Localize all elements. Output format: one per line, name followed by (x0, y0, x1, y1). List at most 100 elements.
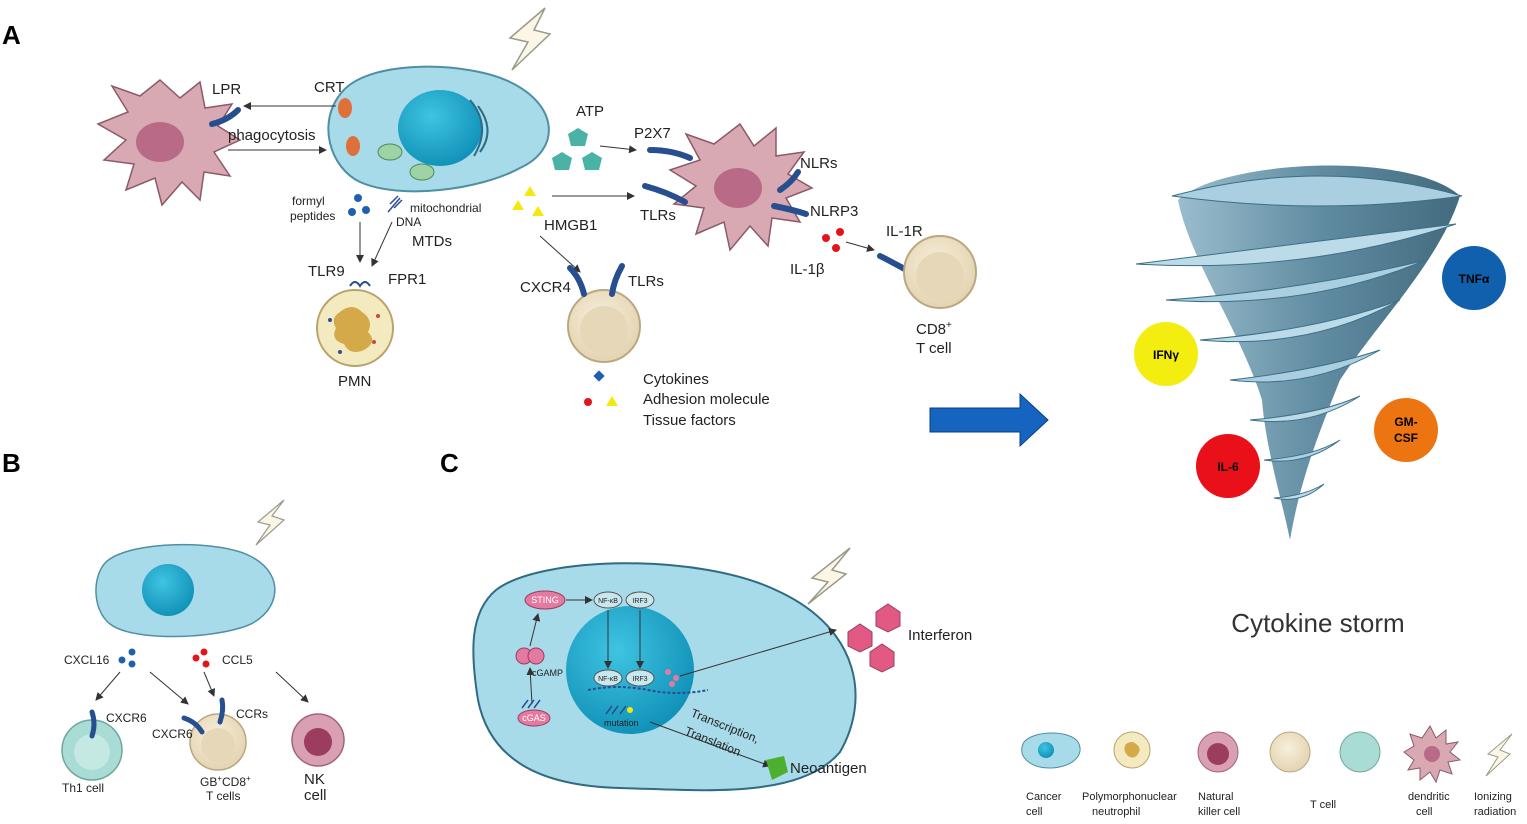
cxcr6-b-label: CXCR6 (152, 727, 193, 741)
crt-label: CRT (314, 79, 345, 96)
legend-tcell: T cell (1310, 799, 1336, 811)
arrow-to-interferon (679, 628, 837, 677)
cxcl16-molecule (128, 660, 136, 668)
gm-csf-bubble: GM- CSF (1374, 398, 1438, 462)
cxcr6-a-label: CXCR6 (106, 711, 147, 725)
il6-bubble: IL-6 (1196, 434, 1260, 498)
ccl5-molecule (202, 660, 210, 668)
arrow-atp-p2x7 (599, 145, 637, 154)
legend-pmn-icon (1113, 731, 1151, 769)
svg-text:NF-κB: NF-κB (598, 676, 618, 683)
ionizing-radiation-icon (508, 7, 552, 71)
svg-text:TNFα: TNFα (1459, 272, 1490, 286)
nfkb-nucleus: NF-κB (593, 669, 623, 687)
il1b-label: IL-1β (790, 261, 825, 278)
neoantigen-shape (766, 756, 788, 780)
svg-text:NF-κB: NF-κB (598, 598, 618, 605)
il1b-molecule (832, 244, 840, 252)
phagocytosis-label: phagocytosis (228, 127, 316, 144)
svg-text:GM-: GM- (1394, 415, 1417, 429)
lpr-receptor (209, 107, 241, 127)
legend-dc-1: dendritic (1408, 791, 1450, 803)
atp-molecule (568, 128, 588, 146)
interferon-hex (847, 623, 873, 653)
gb-cd8-t-cell (189, 713, 247, 771)
legend-pmn-1: Polymorphonuclear (1082, 791, 1177, 803)
cxcl16-molecule (128, 648, 136, 656)
mtds-label: MTDs (412, 233, 452, 250)
nk-label: NK (304, 771, 325, 788)
ifn-gamma-bubble: IFNγ (1134, 322, 1198, 386)
cxcr4-receptor (567, 265, 587, 297)
p2x7-label: P2X7 (634, 125, 671, 142)
tnf-alpha-bubble: TNFα (1442, 246, 1506, 310)
nlrp3-receptor (771, 203, 809, 217)
tlrs-receptor (642, 183, 688, 205)
fpr1-label: FPR1 (388, 271, 426, 288)
crt-molecule (338, 98, 352, 118)
pmn-label: PMN (338, 373, 371, 390)
big-right-arrow (929, 392, 1049, 448)
ionizing-radiation-icon (807, 547, 851, 605)
svg-text:STING: STING (531, 595, 559, 605)
pmn-cell (316, 289, 394, 367)
legend-nk-2: killer cell (1198, 806, 1240, 818)
tornado-graphic (1135, 165, 1463, 540)
hmgb1-molecule (512, 200, 524, 210)
hmgb1-molecule (524, 186, 536, 196)
tcell-label: T cell (916, 340, 952, 357)
nlrs-label: NLRs (800, 155, 838, 172)
interferon-hex (875, 603, 901, 633)
ccrs-label: CCRs (236, 707, 268, 721)
cd8-label: CD8+ (916, 320, 952, 338)
p2x7-receptor (647, 147, 693, 161)
svg-text:IRF3: IRF3 (632, 676, 647, 683)
cxcl16-label: CXCL16 (64, 653, 110, 667)
legend-nk-icon (1197, 731, 1239, 773)
formyl-label: formyl (292, 194, 325, 208)
svg-text:cGAS: cGAS (522, 713, 546, 723)
hmgb1-molecule (532, 206, 544, 216)
cxcr4-label: CXCR4 (520, 279, 571, 296)
mutation-label: mutation (604, 718, 639, 728)
cxcr6-receptor (89, 709, 97, 739)
arrow-il1b (845, 241, 875, 252)
mutation-mark (627, 707, 633, 713)
interferon-hex (869, 643, 895, 673)
svg-text:IFNγ: IFNγ (1153, 348, 1179, 362)
mito-label: mitochondrial (410, 201, 481, 215)
nlrs-receptor (777, 169, 801, 193)
cxcl16-molecule (118, 656, 126, 664)
mutation-dna-icon (605, 705, 627, 715)
t-cells-label: T cells (206, 789, 240, 803)
adhesion-legend-symbol (584, 398, 592, 406)
cancer-cell-c (472, 562, 857, 792)
legend-cytokines: Cytokines (643, 371, 709, 388)
arrow-cxcl16-gb (149, 671, 189, 705)
cgamp-molecule (515, 647, 545, 665)
arrow-cgas-cgamp (526, 667, 535, 705)
ccrs-receptor (217, 697, 226, 725)
nfkb-cytoplasm: NF-κB (593, 591, 623, 609)
legend-ionizing-radiation-icon (1485, 733, 1513, 777)
tlrs-tcell-receptor (609, 263, 625, 297)
formyl-peptide (354, 194, 362, 202)
formyl-peptide (348, 208, 356, 216)
arrow-hmgb1-tcell (539, 235, 581, 273)
ionizing-radiation-icon (255, 499, 286, 546)
peptides-label: peptides (290, 209, 335, 223)
irf3-nucleus: IRF3 (625, 669, 655, 687)
sting-protein: STING (524, 590, 566, 610)
interferon-small (673, 675, 679, 681)
nk-cell-label: cell (304, 787, 327, 804)
legend-cancer-cell-icon (1021, 732, 1081, 769)
il1r-label: IL-1R (886, 223, 923, 240)
lpr-label: LPR (212, 81, 241, 98)
dna-icon (521, 699, 541, 709)
cancer-cell-b (95, 543, 276, 638)
tlr9-label: TLR9 (308, 263, 345, 280)
dna-strand (587, 686, 709, 694)
dendritic-cell-left (96, 79, 242, 207)
interferon-label: Interferon (908, 627, 972, 644)
